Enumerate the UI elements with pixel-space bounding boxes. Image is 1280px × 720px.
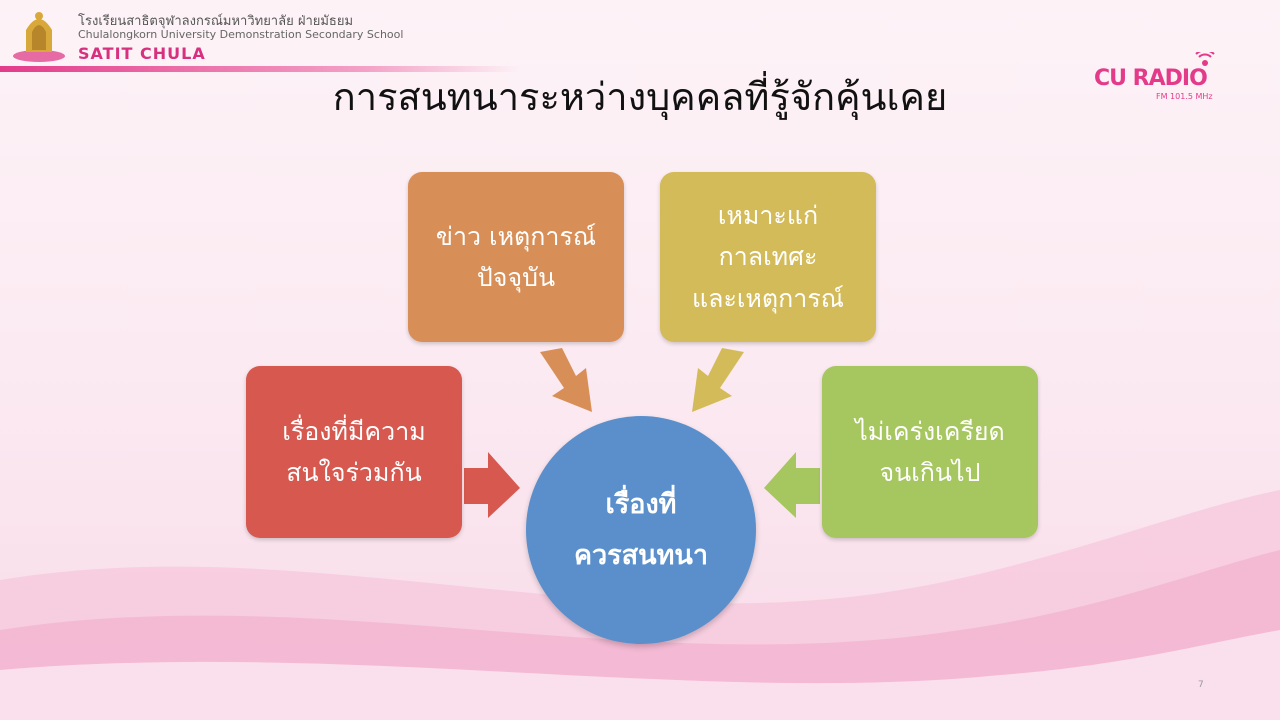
school-emblem-icon [13,12,65,62]
school-name-english: Chulalongkorn University Demonstration S… [78,28,404,41]
slide-title: การสนทนาระหว่างบุคคลที่รู้จักคุ้นเคย [332,75,948,119]
arrow-from-top-right-icon [692,348,744,412]
radio-frequency: FM 101.5 MHz [1156,92,1213,101]
school-logo-block: โรงเรียนสาธิตจุฬาลงกรณ์มหาวิทยาลัย ฝ่ายม… [10,4,430,66]
school-short-name: SATIT CHULA [78,44,206,63]
header-accent-line [0,66,520,72]
arrow-from-top-left-icon [540,348,592,412]
topic-box-not-too-serious: ไม่เคร่งเครียด จนเกินไป [822,366,1038,538]
cu-radio-logo: CU RADIO FM 101.5 MHz [1094,52,1224,104]
arrow-from-left-icon [464,452,520,518]
school-name-thai: โรงเรียนสาธิตจุฬาลงกรณ์มหาวิทยาลัย ฝ่ายม… [78,14,354,29]
radio-name: CU RADIO [1094,66,1208,91]
page-number: 7 [1198,680,1204,690]
topic-box-shared-interests: เรื่องที่มีความ สนใจร่วมกัน [246,366,462,538]
topic-box-appropriate-occasion: เหมาะแก่ กาลเทศะ และเหตุการณ์ [660,172,876,342]
radio-signal-icon [1195,52,1215,66]
center-topic-circle: เรื่องที่ ควรสนทนา [526,416,756,644]
arrow-from-right-icon [764,452,820,518]
topic-box-current-events: ข่าว เหตุการณ์ ปัจจุบัน [408,172,624,342]
